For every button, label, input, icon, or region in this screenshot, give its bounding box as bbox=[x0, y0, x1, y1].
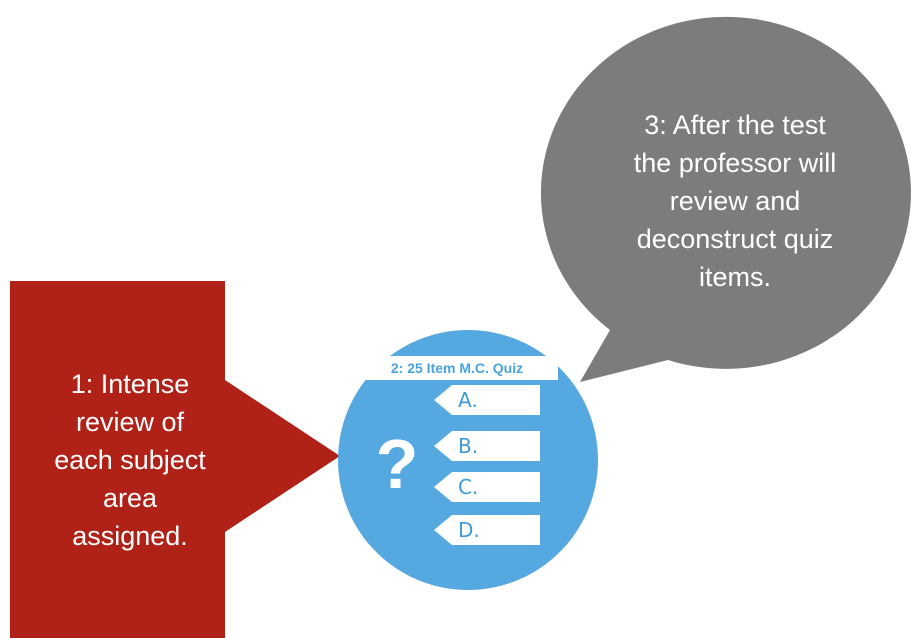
step3-line: items. bbox=[698, 262, 771, 292]
option-b-label: B. bbox=[458, 434, 479, 458]
step3-line: review and bbox=[669, 186, 801, 216]
quiz-title-band bbox=[356, 356, 558, 380]
option-tag-b bbox=[434, 431, 540, 461]
option-tag-d bbox=[434, 515, 540, 545]
step1-line: assigned. bbox=[72, 521, 188, 551]
step1-line: area bbox=[102, 483, 158, 513]
step3-label: 3: After the test the professor will rev… bbox=[585, 106, 885, 296]
step3-line: the professor will bbox=[633, 148, 837, 178]
option-tag-c bbox=[434, 472, 540, 502]
step3-speech-bubble bbox=[540, 16, 911, 383]
step1-label: 1: Intense review of each subject area a… bbox=[20, 365, 240, 555]
step3-line: 3: After the test bbox=[644, 110, 826, 140]
option-d-label: D. bbox=[458, 518, 480, 542]
quiz-title: 2: 25 Item M.C. Quiz bbox=[390, 360, 524, 376]
option-tag-a bbox=[434, 385, 540, 415]
option-c-label: C. bbox=[458, 475, 479, 499]
step1-line: each subject bbox=[54, 445, 206, 475]
step3-line: deconstruct quiz bbox=[636, 224, 834, 254]
step1-line: review of bbox=[75, 407, 185, 437]
step1-line: 1: Intense bbox=[70, 369, 190, 399]
step1-arrow-shape bbox=[10, 281, 340, 638]
option-a-label: A. bbox=[458, 388, 478, 412]
question-mark-icon: ? bbox=[375, 425, 419, 503]
